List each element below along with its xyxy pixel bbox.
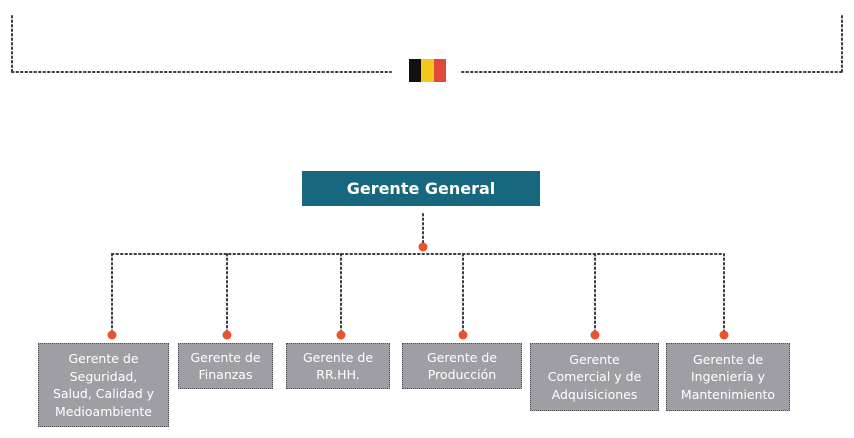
flag-stripe-red (433, 59, 446, 82)
child-node-dot-2 (336, 330, 346, 340)
gerente-produccion-node: Gerente de Producción (402, 343, 522, 389)
child-node-dot-5 (719, 330, 729, 340)
child-node-dot-0 (107, 330, 117, 340)
gerente-comercial-node: Gerente Comercial y de Adquisiciones (530, 343, 659, 411)
gerente-ingenieria-node: Gerente de Ingeniería y Mantenimiento (666, 343, 790, 411)
root-node-dot (418, 242, 428, 252)
gerente-rrhh-node: Gerente de RR.HH. (286, 343, 390, 389)
flag-stripe-black (409, 59, 422, 82)
flag-stripe-yellow (421, 59, 434, 82)
child-node-dot-4 (590, 330, 600, 340)
belgium-flag-icon (409, 59, 446, 82)
gerente-seguridad-node: Gerente de Seguridad, Salud, Calidad y M… (38, 343, 169, 427)
child-node-dot-3 (458, 330, 468, 340)
child-node-dot-1 (222, 330, 232, 340)
gerente-finanzas-node: Gerente de Finanzas (178, 343, 273, 389)
gerente-general-node: Gerente General (302, 171, 540, 206)
